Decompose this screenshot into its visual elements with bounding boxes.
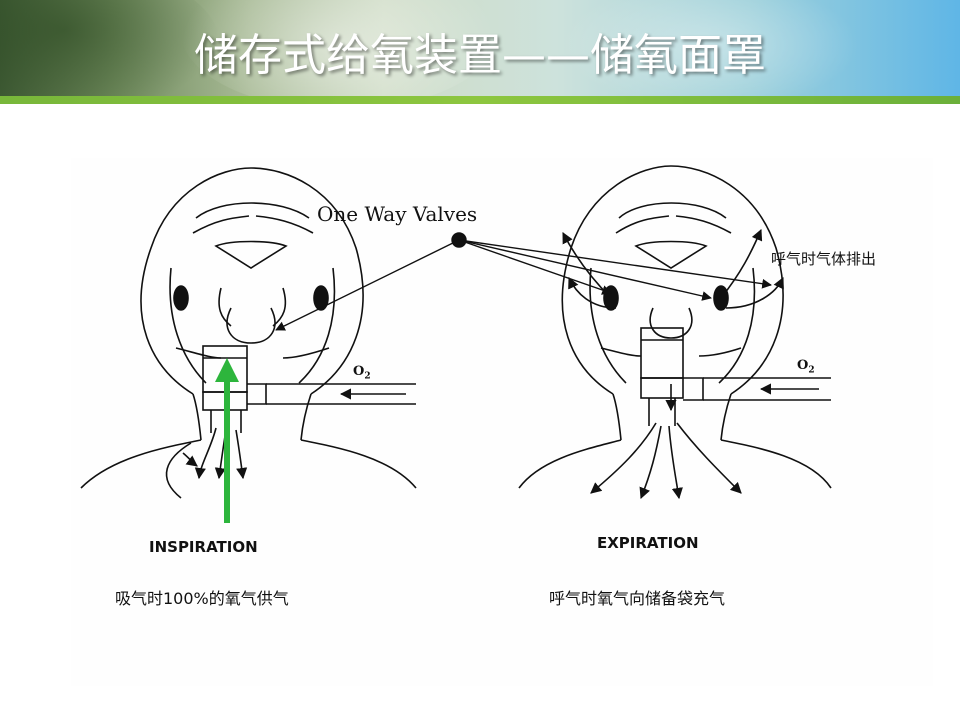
o2-label-left: O2 bbox=[353, 364, 371, 382]
inspiration-caption: INSPIRATION bbox=[149, 538, 258, 556]
mask-diagram: One Way Valves 呼气时气体排出 O2 O2 INSPIRATION… bbox=[71, 158, 933, 686]
banner-leaf-decoration bbox=[0, 0, 220, 96]
title-divider bbox=[0, 96, 960, 104]
mask-diagram-drawing bbox=[80, 165, 832, 523]
o2-label-right: O2 bbox=[797, 358, 815, 376]
title-banner: 储存式给氧装置——储氧面罩 bbox=[0, 0, 960, 96]
inspiration-description: 吸气时100%的氧气供气 bbox=[115, 589, 289, 608]
exhale-label: 呼气时气体排出 bbox=[771, 250, 877, 268]
slide-title: 储存式给氧装置——储氧面罩 bbox=[194, 30, 766, 81]
banner-leaf-decoration bbox=[180, 0, 500, 96]
expiration-description: 呼气时氧气向储备袋充气 bbox=[549, 589, 726, 608]
valve-pointers bbox=[275, 232, 772, 331]
expiration-head bbox=[518, 165, 832, 500]
banner-leaf-decoration bbox=[560, 0, 860, 96]
valve-label: One Way Valves bbox=[317, 202, 478, 226]
expiration-caption: EXPIRATION bbox=[597, 534, 699, 552]
inspiration-head bbox=[80, 167, 417, 499]
